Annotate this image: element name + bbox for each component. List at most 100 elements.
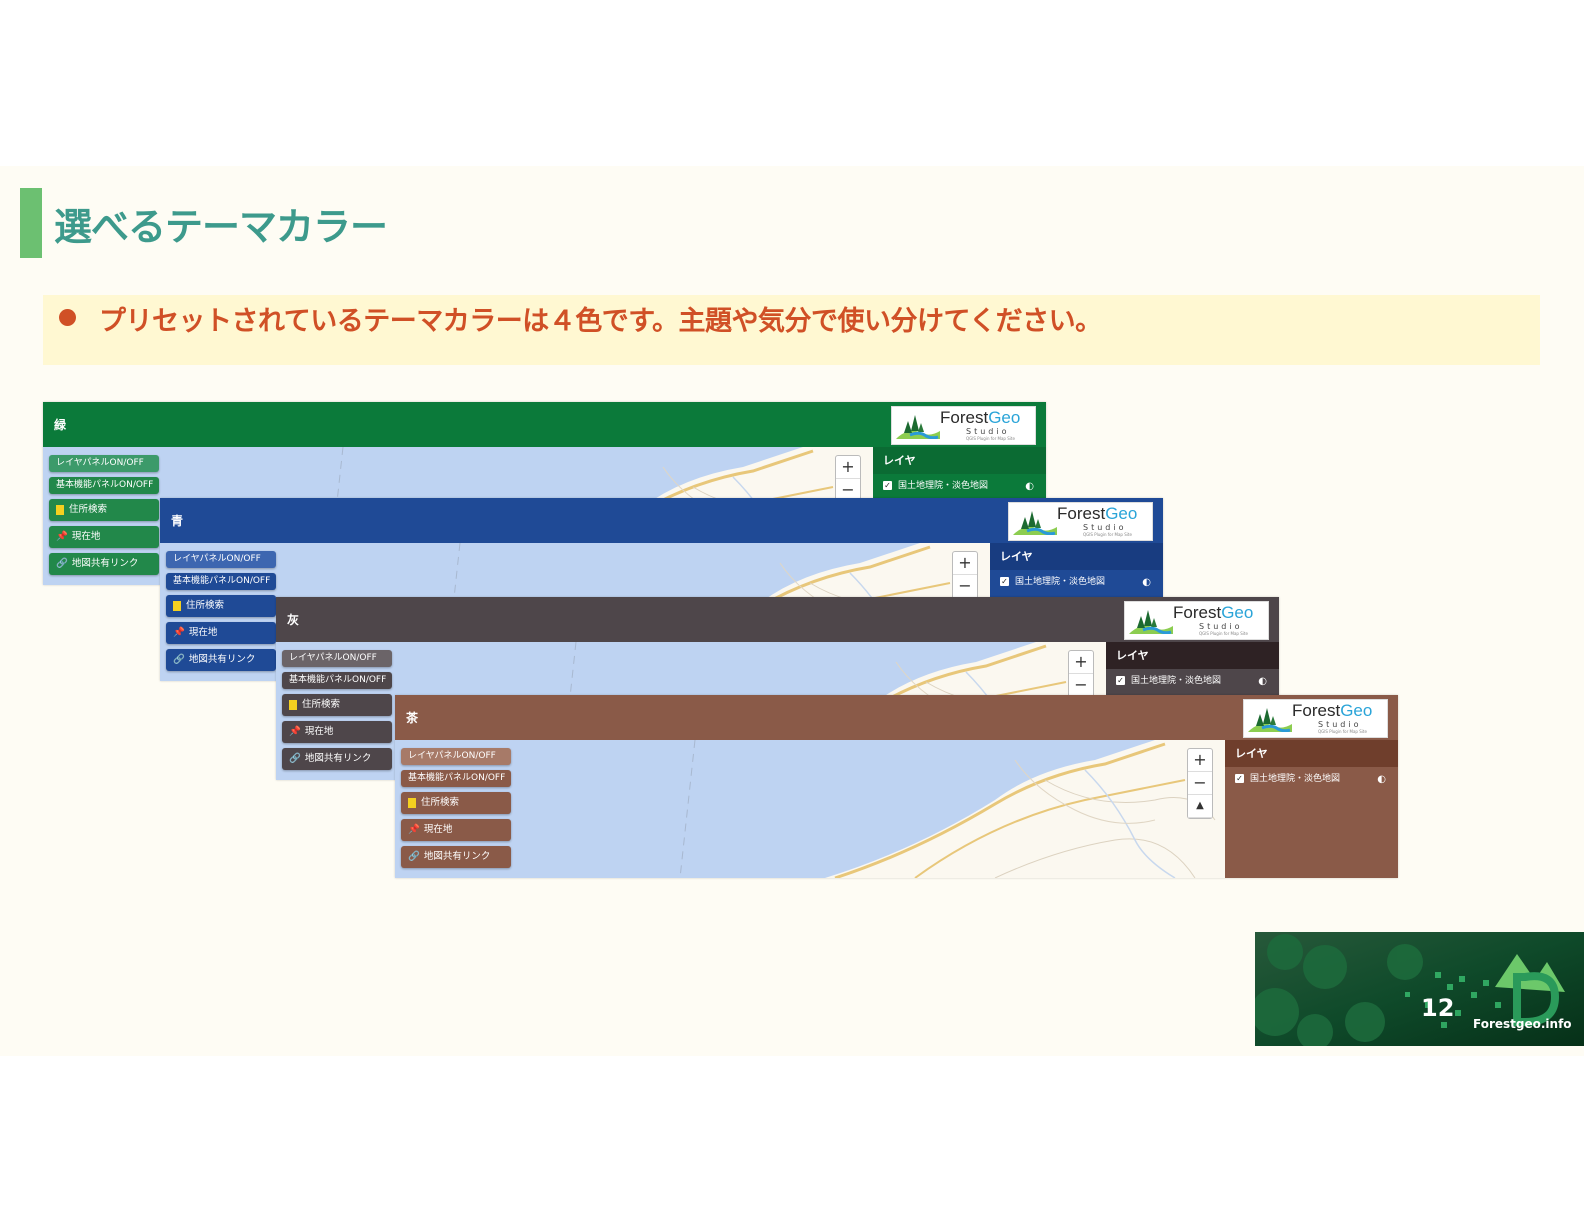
folder-icon — [408, 797, 416, 808]
link-icon: 🔗 — [408, 851, 420, 862]
zoom-in-button[interactable]: + — [836, 456, 860, 479]
zoom-in-button[interactable]: + — [1188, 749, 1212, 772]
layer-panel-toggle-button[interactable]: レイヤパネルON/OFF — [282, 650, 392, 667]
layer-checkbox[interactable]: ✓ — [1235, 774, 1244, 783]
pin-icon: 📌 — [56, 531, 68, 542]
opacity-icon[interactable]: ◐ — [1377, 774, 1386, 785]
layer-checkbox[interactable]: ✓ — [1116, 676, 1125, 685]
title-accent-bar — [20, 188, 42, 258]
logo-wordmark: ForestGeo — [1292, 701, 1373, 720]
address-search-button[interactable]: 住所検索 — [401, 792, 511, 814]
slide-title: 選べるテーマカラー — [54, 205, 388, 249]
link-icon: 🔗 — [289, 753, 301, 764]
layer-panel-toggle-button[interactable]: レイヤパネルON/OFF — [49, 455, 159, 472]
logo-studio: Studio — [966, 427, 1010, 436]
layer-row[interactable]: ✓国土地理院・淡色地図 ◐ — [1106, 669, 1279, 694]
logo-studio: Studio — [1083, 523, 1127, 532]
opacity-icon[interactable]: ◐ — [1142, 577, 1151, 588]
layer-name: 国土地理院・淡色地図 — [1250, 774, 1341, 784]
basic-panel-toggle-button[interactable]: 基本機能パネルON/OFF — [282, 672, 392, 689]
zoom-in-button[interactable]: + — [953, 552, 977, 575]
bullet-box: プリセットされているテーマカラーは４色です。主題や気分で使い分けてください。 — [43, 295, 1540, 365]
current-location-button[interactable]: 📌現在地 — [166, 622, 276, 644]
app-header: 灰 ForestGeo Studio QGIS Plugin for Map S… — [276, 597, 1279, 642]
address-search-button[interactable]: 住所検索 — [282, 694, 392, 716]
layer-row[interactable]: ✓ 国土地理院・淡色地図 ◐ — [1225, 767, 1398, 792]
logo-wordmark: ForestGeo — [1057, 504, 1138, 523]
current-location-button[interactable]: 📌現在地 — [49, 526, 159, 548]
basic-panel-toggle-button[interactable]: 基本機能パネルON/OFF — [166, 573, 276, 590]
folder-icon — [173, 600, 181, 611]
share-link-button[interactable]: 🔗地図共有リンク — [49, 553, 159, 575]
tree-river-icon — [1013, 511, 1057, 535]
logo-studio: Studio — [1199, 622, 1243, 631]
zoom-control: + − ▲ — [1187, 748, 1213, 819]
layer-checkbox[interactable]: ✓ — [1000, 577, 1009, 586]
zoom-out-button[interactable]: − — [1069, 674, 1093, 697]
layer-panel: レイヤ ✓ 国土地理院・淡色地図 ◐ — [1225, 740, 1398, 878]
opacity-icon[interactable]: ◐ — [1025, 481, 1034, 492]
layer-panel-title: レイヤ — [990, 543, 1163, 570]
folder-icon — [289, 699, 297, 710]
brand-text: Forestgeo.info — [1473, 1017, 1572, 1031]
app-header: 茶 ForestGeo Studio QGIS Plugin for Map S… — [395, 695, 1398, 740]
theme-name: 青 — [171, 514, 184, 528]
layer-name: 国土地理院・淡色地図 — [898, 481, 989, 491]
basemap-image — [679, 740, 1225, 878]
pin-icon: 📌 — [289, 726, 301, 737]
north-reset-button[interactable]: ▲ — [1188, 795, 1212, 818]
layer-panel-title: レイヤ — [1106, 642, 1279, 669]
opacity-icon[interactable]: ◐ — [1258, 676, 1267, 687]
theme-screenshot-4: 茶 ForestGeo Studio QGIS Plugin for Map S… — [395, 695, 1398, 878]
logo-tagline: QGIS Plugin for Map Site — [966, 436, 1015, 441]
map-canvas[interactable]: + − ▲ — [395, 740, 1225, 878]
layer-panel-title: レイヤ — [1225, 740, 1398, 767]
theme-name: 緑 — [54, 418, 67, 432]
link-icon: 🔗 — [173, 654, 185, 665]
tree-river-icon — [1129, 610, 1173, 634]
zoom-in-button[interactable]: + — [1069, 651, 1093, 674]
address-search-button[interactable]: 住所検索 — [49, 499, 159, 521]
brand-banner: 12 Forestgeo.info — [1255, 932, 1584, 1046]
logo-studio: Studio — [1318, 720, 1362, 729]
tree-river-icon — [896, 415, 940, 439]
theme-name: 茶 — [406, 711, 419, 725]
slide: 選べるテーマカラー プリセットされているテーマカラーは４色です。主題や気分で使い… — [0, 166, 1584, 1056]
forest-banner-image: 12 Forestgeo.info — [1255, 932, 1584, 1046]
pin-icon: 📌 — [173, 627, 185, 638]
logo-tagline: QGIS Plugin for Map Site — [1199, 631, 1248, 636]
app-header: 青 ForestGeo Studio QGIS Plugin for Map S… — [160, 498, 1163, 543]
layer-name: 国土地理院・淡色地図 — [1015, 577, 1106, 587]
address-search-button[interactable]: 住所検索 — [166, 595, 276, 617]
layer-panel-toggle-button[interactable]: レイヤパネルON/OFF — [401, 748, 511, 765]
layer-checkbox[interactable]: ✓ — [883, 481, 892, 490]
share-link-button[interactable]: 🔗地図共有リンク — [166, 649, 276, 671]
button-stack: レイヤパネルON/OFF 基本機能パネルON/OFF 住所検索 📌現在地 🔗地図… — [401, 748, 511, 873]
pin-icon: 📌 — [408, 824, 420, 835]
basic-panel-toggle-button[interactable]: 基本機能パネルON/OFF — [401, 770, 511, 787]
basic-panel-toggle-button[interactable]: 基本機能パネルON/OFF — [49, 477, 159, 494]
current-location-button[interactable]: 📌現在地 — [401, 819, 511, 841]
forestgeo-logo: ForestGeo Studio QGIS Plugin for Map Sit… — [891, 406, 1036, 445]
forestgeo-logo: ForestGeo Studio QGIS Plugin for Map Sit… — [1124, 601, 1269, 640]
logo-wordmark: ForestGeo — [1173, 603, 1254, 622]
bullet-icon — [59, 309, 76, 326]
tree-river-icon — [1248, 708, 1292, 732]
button-stack: レイヤパネルON/OFF 基本機能パネルON/OFF 住所検索 📌現在地 🔗地図… — [166, 551, 276, 676]
share-link-button[interactable]: 🔗地図共有リンク — [401, 846, 511, 868]
link-icon: 🔗 — [56, 558, 68, 569]
layer-row[interactable]: ✓ 国土地理院・淡色地図 ◐ — [990, 570, 1163, 595]
layer-panel-toggle-button[interactable]: レイヤパネルON/OFF — [166, 551, 276, 568]
layer-panel-title: レイヤ — [873, 447, 1046, 474]
forestgeo-logo: ForestGeo Studio QGIS Plugin for Map Sit… — [1008, 502, 1153, 541]
layer-row[interactable]: ✓ 国土地理院・淡色地図 ◐ — [873, 474, 1046, 499]
button-stack: レイヤパネルON/OFF 基本機能パネルON/OFF 住所検索 📌現在地 🔗地図… — [282, 650, 392, 775]
zoom-out-button[interactable]: − — [1188, 772, 1212, 795]
folder-icon — [56, 504, 64, 515]
forestgeo-logo: ForestGeo Studio QGIS Plugin for Map Sit… — [1243, 699, 1388, 738]
bullet-text: プリセットされているテーマカラーは４色です。主題や気分で使い分けてください。 — [99, 306, 1102, 337]
share-link-button[interactable]: 🔗地図共有リンク — [282, 748, 392, 770]
zoom-out-button[interactable]: − — [953, 575, 977, 598]
theme-name: 灰 — [287, 613, 300, 627]
current-location-button[interactable]: 📌現在地 — [282, 721, 392, 743]
